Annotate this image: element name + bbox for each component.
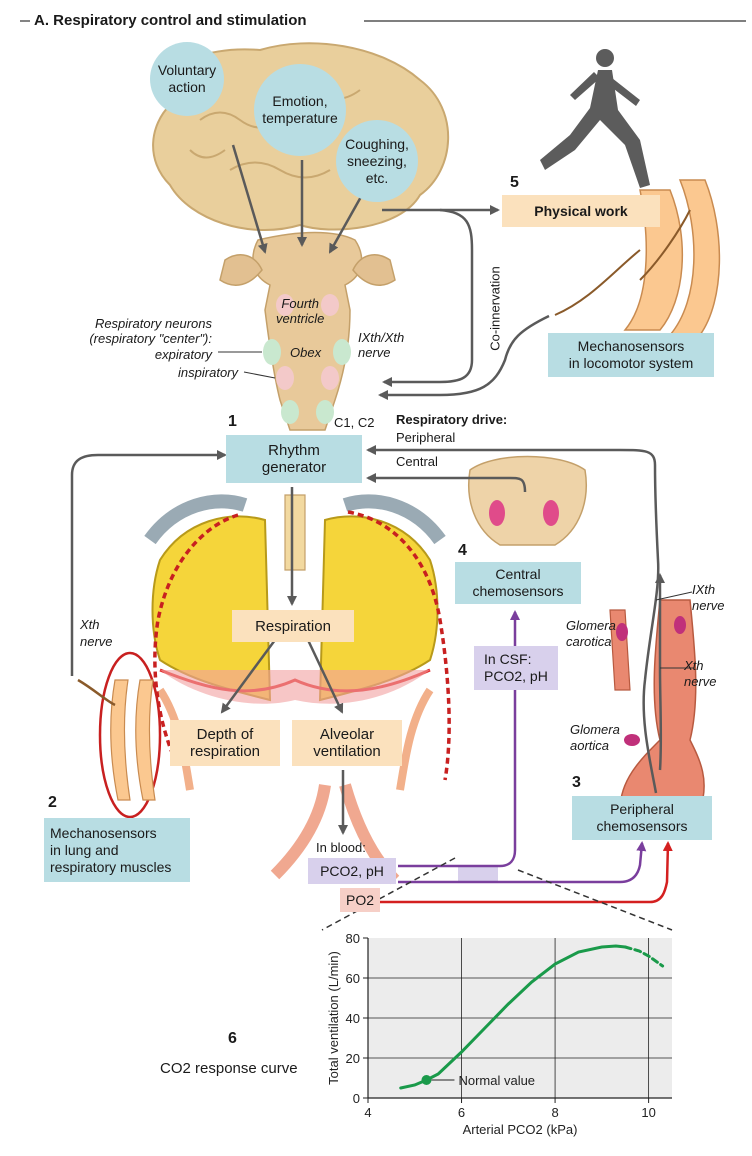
central-drive-label: Central xyxy=(396,454,438,469)
respiratory-neurons-label: Respiratory neurons (respiratory "center… xyxy=(89,316,212,346)
gray-arrows xyxy=(70,144,665,835)
ixth-nerve-label: IXth nerve xyxy=(692,582,725,613)
lung-mechanosensors-label: Mechanosensors in lung and respiratory m… xyxy=(50,824,172,875)
peripheral-chemosensors-label: Peripheral chemosensors xyxy=(596,801,688,834)
coughing-sneezing-bubble: Coughing, sneezing, etc. xyxy=(336,120,418,202)
voluntary-action-label: Voluntary action xyxy=(157,62,217,95)
step-number-1: 1 xyxy=(228,413,237,430)
respiratory-muscle xyxy=(77,678,156,801)
step-number-2: 2 xyxy=(48,794,57,811)
step-number-5: 5 xyxy=(510,174,519,191)
emotion-temperature-bubble: Emotion, temperature xyxy=(254,64,346,156)
rhythm-generator-label: Rhythm generator xyxy=(261,442,327,476)
step-number-4: 4 xyxy=(458,542,467,559)
alveolar-ventilation-label: Alveolar ventilation xyxy=(313,726,381,760)
blood-po2-box: PO2 xyxy=(340,888,380,912)
co2-response-curve-caption: CO2 response curve xyxy=(160,1060,298,1077)
chart-tick-label-y: 60 xyxy=(346,971,360,986)
respiratory-drive-title: Respiratory drive: xyxy=(396,412,508,427)
csf-label: In CSF: xyxy=(484,651,532,667)
chest-wall-dashed-right xyxy=(347,510,451,781)
csf-box: In CSF: PCO2, pH xyxy=(474,646,558,690)
rhythm-generator-box: Rhythm generator xyxy=(226,435,362,483)
chart-tick-label-x: 4 xyxy=(364,1105,371,1120)
chart-tick-label-x: 6 xyxy=(458,1105,465,1120)
runner-illustration xyxy=(540,49,650,188)
step-number-3: 3 xyxy=(572,774,581,791)
fourth-ventricle-label: Fourth ventricle xyxy=(276,296,325,326)
ix-nerve-leader xyxy=(655,591,693,601)
respiration-box: Respiration xyxy=(232,610,354,642)
carotid-aorta-illustration xyxy=(609,599,705,811)
in-blood-label: In blood: xyxy=(316,840,366,855)
voluntary-action-bubble: Voluntary action xyxy=(150,42,224,116)
central-chemosensors-box: Central chemosensors xyxy=(455,562,581,604)
physical-work-label: Physical work xyxy=(534,202,628,219)
glomera-aortica-label: Glomera aortica xyxy=(570,722,620,753)
pco2-to-peripheral-arrow xyxy=(398,841,647,884)
csf-value: PCO2, pH xyxy=(484,668,548,684)
alveolar-ventilation-box: Alveolar ventilation xyxy=(292,720,402,766)
peripheral-drive-label: Peripheral xyxy=(396,430,456,445)
expiratory-label: expiratory xyxy=(154,347,212,362)
figure-title: A. Respiratory control and stimulation xyxy=(34,12,307,29)
depth-of-respiration-label: Depth of respiration xyxy=(189,726,261,760)
chart-annotation-label: Normal value xyxy=(458,1073,535,1088)
pco2-to-central-arrow xyxy=(398,610,520,868)
locomotor-mechanosensors-box: Mechanosensors in locomotor system xyxy=(548,333,714,377)
c1-c2-label: C1, C2 xyxy=(334,415,375,430)
step-number-6: 6 xyxy=(228,1030,237,1047)
inspiratory-leader xyxy=(243,371,276,379)
co-innervation-label: Co-innervation xyxy=(487,266,503,351)
chest-wall-dashed-left xyxy=(153,513,239,761)
zoom-line-left xyxy=(321,857,456,931)
chart-tick-label-x: 8 xyxy=(551,1105,558,1120)
zoom-line-right xyxy=(517,869,673,931)
central-chemosensor-illustration xyxy=(468,455,587,546)
brainstem-illustration xyxy=(219,231,396,431)
inspiratory-label: inspiratory xyxy=(178,365,238,380)
respiration-label: Respiration xyxy=(255,617,331,635)
chart-tick-label-x: 10 xyxy=(641,1105,655,1120)
chart-tick-label-y: 20 xyxy=(346,1051,360,1066)
lung-sensor-oval xyxy=(98,651,162,819)
chart-y-axis-label: Total ventilation (L/min) xyxy=(326,951,341,1085)
blood-pco2-label: PCO2, pH xyxy=(320,862,384,879)
chart-tick-label-y: 0 xyxy=(353,1091,360,1106)
coughing-sneezing-label: Coughing, sneezing, etc. xyxy=(345,135,409,186)
ix-x-nerve-label: IXth/Xth nerve xyxy=(358,330,405,360)
chart-series-dashed xyxy=(623,945,665,968)
lung-mechanosensors-box: Mechanosensors in lung and respiratory m… xyxy=(44,818,190,882)
chart-tick-label-y: 40 xyxy=(346,1011,360,1026)
central-chemosensors-label: Central chemosensors xyxy=(472,566,564,599)
chart-normal-value-point xyxy=(421,1075,432,1085)
xth-nerve-label: Xth nerve xyxy=(684,658,717,689)
chart-x-axis-label: Arterial PCO2 (kPa) xyxy=(463,1122,578,1137)
physical-work-box: Physical work xyxy=(502,195,660,227)
glomera-carotica-label: Glomera carotica xyxy=(566,618,616,649)
obex-label: Obex xyxy=(290,345,322,360)
x-nerve-left-label: Xth nerve xyxy=(80,617,113,649)
po2-to-peripheral-arrow xyxy=(380,841,673,904)
blood-po2-label: PO2 xyxy=(345,891,374,908)
blood-pco2-box: PCO2, pH xyxy=(308,858,396,884)
emotion-temperature-label: Emotion, temperature xyxy=(262,93,338,126)
blood-window xyxy=(458,865,498,883)
depth-of-respiration-box: Depth of respiration xyxy=(170,720,280,766)
chart-tick-label-y: 80 xyxy=(346,931,360,946)
peripheral-chemosensors-box: Peripheral chemosensors xyxy=(572,796,712,840)
locomotor-mechanosensors-label: Mechanosensors in locomotor system xyxy=(568,338,694,371)
brain-folds xyxy=(189,89,361,179)
